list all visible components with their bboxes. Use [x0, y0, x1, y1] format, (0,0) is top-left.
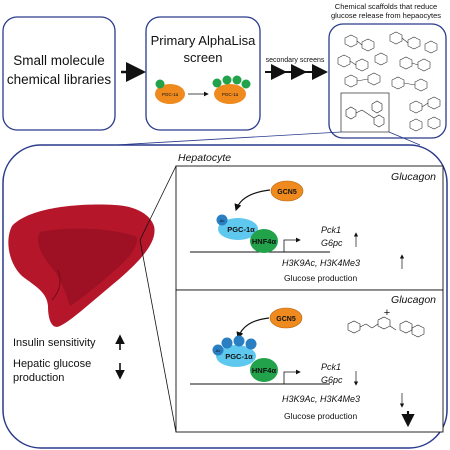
panel-glucagon [175, 165, 444, 291]
hnf4-label: HNF4α [252, 237, 277, 246]
ac-group [241, 79, 251, 89]
hnf4-protein [250, 358, 278, 382]
ac-group [233, 335, 245, 347]
ac-group [222, 75, 232, 85]
secondary-screens-label: secondary screens [266, 57, 325, 64]
liver-illustration [8, 204, 155, 327]
ac-group [212, 344, 224, 356]
glucose-production-label: Glucose production [284, 411, 358, 421]
histone-marks-label: H3K9Ac, H3K4Me3 [282, 258, 360, 268]
selected-compound-structure-icon [345, 100, 385, 128]
ac-group [232, 75, 242, 85]
hnf4-protein [250, 229, 278, 253]
gcn5-label: GCN5 [277, 189, 297, 196]
ac-group [212, 78, 222, 88]
gene-g6pc: G6pc [321, 375, 343, 385]
compound-structure-icon [347, 316, 425, 338]
callout-line-right [388, 131, 421, 146]
histone-marks-label: H3K9Ac, H3K4Me3 [282, 394, 360, 404]
ac-group [155, 79, 165, 89]
pgc-protein-acetylated [214, 84, 246, 104]
pgc-protein [216, 345, 256, 367]
ac-group [216, 214, 228, 226]
pgc-label: PGC-1α [225, 352, 253, 361]
hepatocyte-title: Hepatocyte [178, 152, 231, 164]
ac-group [221, 337, 233, 349]
callout-line-left [114, 131, 342, 146]
hepatic-glucose-label-line2: production [13, 372, 64, 384]
gcn5-protein [270, 180, 304, 202]
gcn5-to-pgc-arrow [236, 317, 270, 340]
insulin-sensitivity-label: Insulin sensitivity [13, 337, 96, 349]
pgc-protein [218, 218, 258, 240]
chemical-structures-icon [337, 31, 441, 132]
plus-compound-label: + [384, 307, 390, 319]
hepatic-glucose-label-line1: Hepatic glucose [13, 358, 91, 370]
libraries-box [2, 16, 116, 131]
transcription-start-arrow [283, 369, 301, 384]
gcn5-protein [269, 307, 303, 329]
pgc-label: PGC-1α [227, 225, 255, 234]
pgc-label-right: PGC-1α [222, 92, 239, 97]
condition-glucagon-label: Glucagon [391, 294, 436, 306]
transcription-start-arrow [283, 237, 301, 252]
libraries-label-line2: chemical libraries [7, 72, 112, 87]
alphalisa-label-line2: screen [183, 50, 222, 65]
ac-group [245, 338, 257, 350]
selected-compound-box [340, 92, 390, 133]
scaffolds-title-line2: glucose release from hepaocytes [331, 11, 441, 20]
alphalisa-label-line1: Primary AlphaLisa [151, 33, 257, 48]
condition-glucagon-label: Glucagon [391, 171, 436, 183]
libraries-label-line1: Small molecule [13, 53, 105, 68]
scaffolds-title-line1: Chemical scaffolds that reduce [335, 2, 437, 11]
zoom-line-bottom [139, 239, 177, 433]
gcn5-label: GCN5 [276, 316, 296, 323]
gene-g6pc: G6pc [321, 238, 343, 248]
hnf4-label: HNF4α [252, 366, 277, 375]
ac-label: Ac [216, 348, 221, 353]
gene-pck1: Pck1 [321, 225, 341, 235]
gene-pck1: Pck1 [321, 362, 341, 372]
zoom-line-top [139, 165, 177, 241]
pgc-label-left: PGC-1α [162, 92, 179, 97]
scaffolds-box [328, 23, 447, 139]
ac-label: Ac [220, 218, 225, 223]
pgc-protein-unacetylated [155, 84, 185, 104]
gcn5-to-pgc-arrow [234, 189, 271, 212]
glucose-production-label: Glucose production [284, 273, 358, 283]
